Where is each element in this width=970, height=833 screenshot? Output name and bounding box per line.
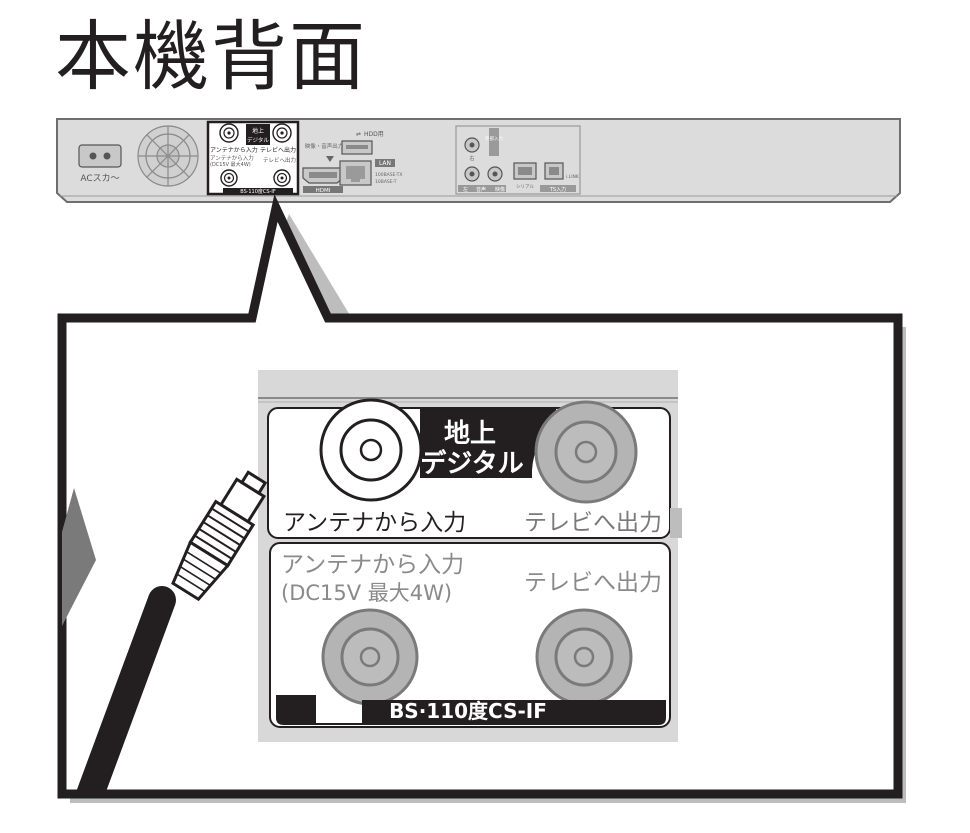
terrestrial-out-small-connector — [272, 123, 292, 143]
ts-input-port: i.LINK — [544, 162, 580, 180]
bs-tv-out-label: テレビへ出力 — [524, 570, 662, 596]
left-label: 左 — [463, 186, 468, 193]
bs-tv-output-connector — [535, 608, 633, 706]
terrestrial-small-label-1: 地上 — [252, 127, 264, 135]
antenna-in-small-label: アンテナから入力 — [210, 146, 258, 154]
lan-speed-1: 100BASE-TX — [375, 172, 403, 178]
terrestrial-in-small-connector — [219, 123, 239, 143]
bs-in-small-connector — [220, 169, 238, 187]
antenna-cable — [75, 470, 268, 794]
svg-text:i.LINK: i.LINK — [566, 174, 580, 180]
bs-antenna-in-small-label: アンテナから入力 — [210, 154, 254, 162]
bs-cs-small-label: BS·110度CS-IF — [240, 188, 276, 195]
audio-left-jack — [464, 166, 480, 182]
bs-out-small-connector — [273, 169, 291, 187]
cooling-fan — [137, 125, 199, 187]
antenna-terminal-block: 地上 デジタル アンテナから入力 テレビへ出力 アンテナから入力 (DC15V … — [206, 120, 300, 196]
bs-cs-label: BS·110度CS-IF — [389, 699, 547, 723]
video-label: 映像 — [495, 186, 505, 193]
terrestrial-small-label-2: デジタル — [247, 136, 269, 144]
rear-panel: ACスカ〜 地上 デジタル — [56, 118, 901, 203]
terrestrial-label-block — [420, 408, 556, 478]
ac-input-label: ACスカ〜 — [80, 173, 119, 184]
audio-video-label: 映像・音声出力 — [305, 142, 344, 150]
bs-antenna-input-connector — [321, 608, 419, 706]
hdmi-port: 映像・音声出力 HDMI — [302, 142, 344, 194]
bs-power-small-label: (DC15V 最大4W) — [210, 161, 251, 168]
lan-port: LAN 100BASE-TX 10BASE-T — [339, 159, 403, 186]
terrestrial-label-line1: 地上 — [444, 419, 496, 449]
right-label: 右 — [469, 155, 474, 162]
svg-text:⇌: ⇌ — [356, 131, 361, 138]
serial-port — [513, 162, 537, 180]
ac-inlet: ACスカ〜 — [78, 144, 122, 184]
insert-arrow — [62, 488, 96, 626]
callout: 地上 デジタル アンテナから入力 テレビへ出力 — [57, 194, 906, 803]
audio-label: 音声 — [476, 186, 486, 193]
page-title: 本機背面 — [55, 12, 367, 101]
antenna-in-label: アンテナから入力 — [283, 510, 466, 536]
audio-right-jack — [464, 137, 480, 153]
tv-out-label: テレビへ出力 — [524, 510, 662, 536]
external-input-label: 外部入力 — [485, 135, 503, 142]
hdmi-label: HDMI — [316, 188, 331, 194]
analog-io-block: 外部入力 右 左 音声 映像 — [455, 125, 581, 195]
magnified-panel: 地上 デジタル アンテナから入力 テレビへ出力 — [258, 370, 682, 742]
terrestrial-tv-output-connector — [534, 400, 638, 504]
terrestrial-antenna-input-connector — [319, 398, 423, 502]
usb-hdd-label: HDD用 — [364, 131, 384, 138]
lan-speed-2: 10BASE-T — [375, 179, 397, 185]
bs-cs-label-band — [276, 695, 666, 725]
tv-out-small-label: テレビへ出力 — [260, 146, 296, 154]
bs-tv-out-small-label: テレビへ出力 — [263, 156, 296, 164]
lan-label: LAN — [379, 160, 391, 167]
terrestrial-label-line2: デジタル — [420, 448, 523, 479]
bs-power-label: (DC15V 最大4W) — [281, 581, 452, 605]
video-jack — [487, 166, 503, 182]
usb-hdd-port: ⇌ HDD用 — [341, 131, 384, 155]
ts-input-label: TS入力 — [549, 186, 566, 193]
serial-label: シリアル — [516, 184, 534, 190]
bs-antenna-in-label: アンテナから入力 — [281, 552, 464, 578]
